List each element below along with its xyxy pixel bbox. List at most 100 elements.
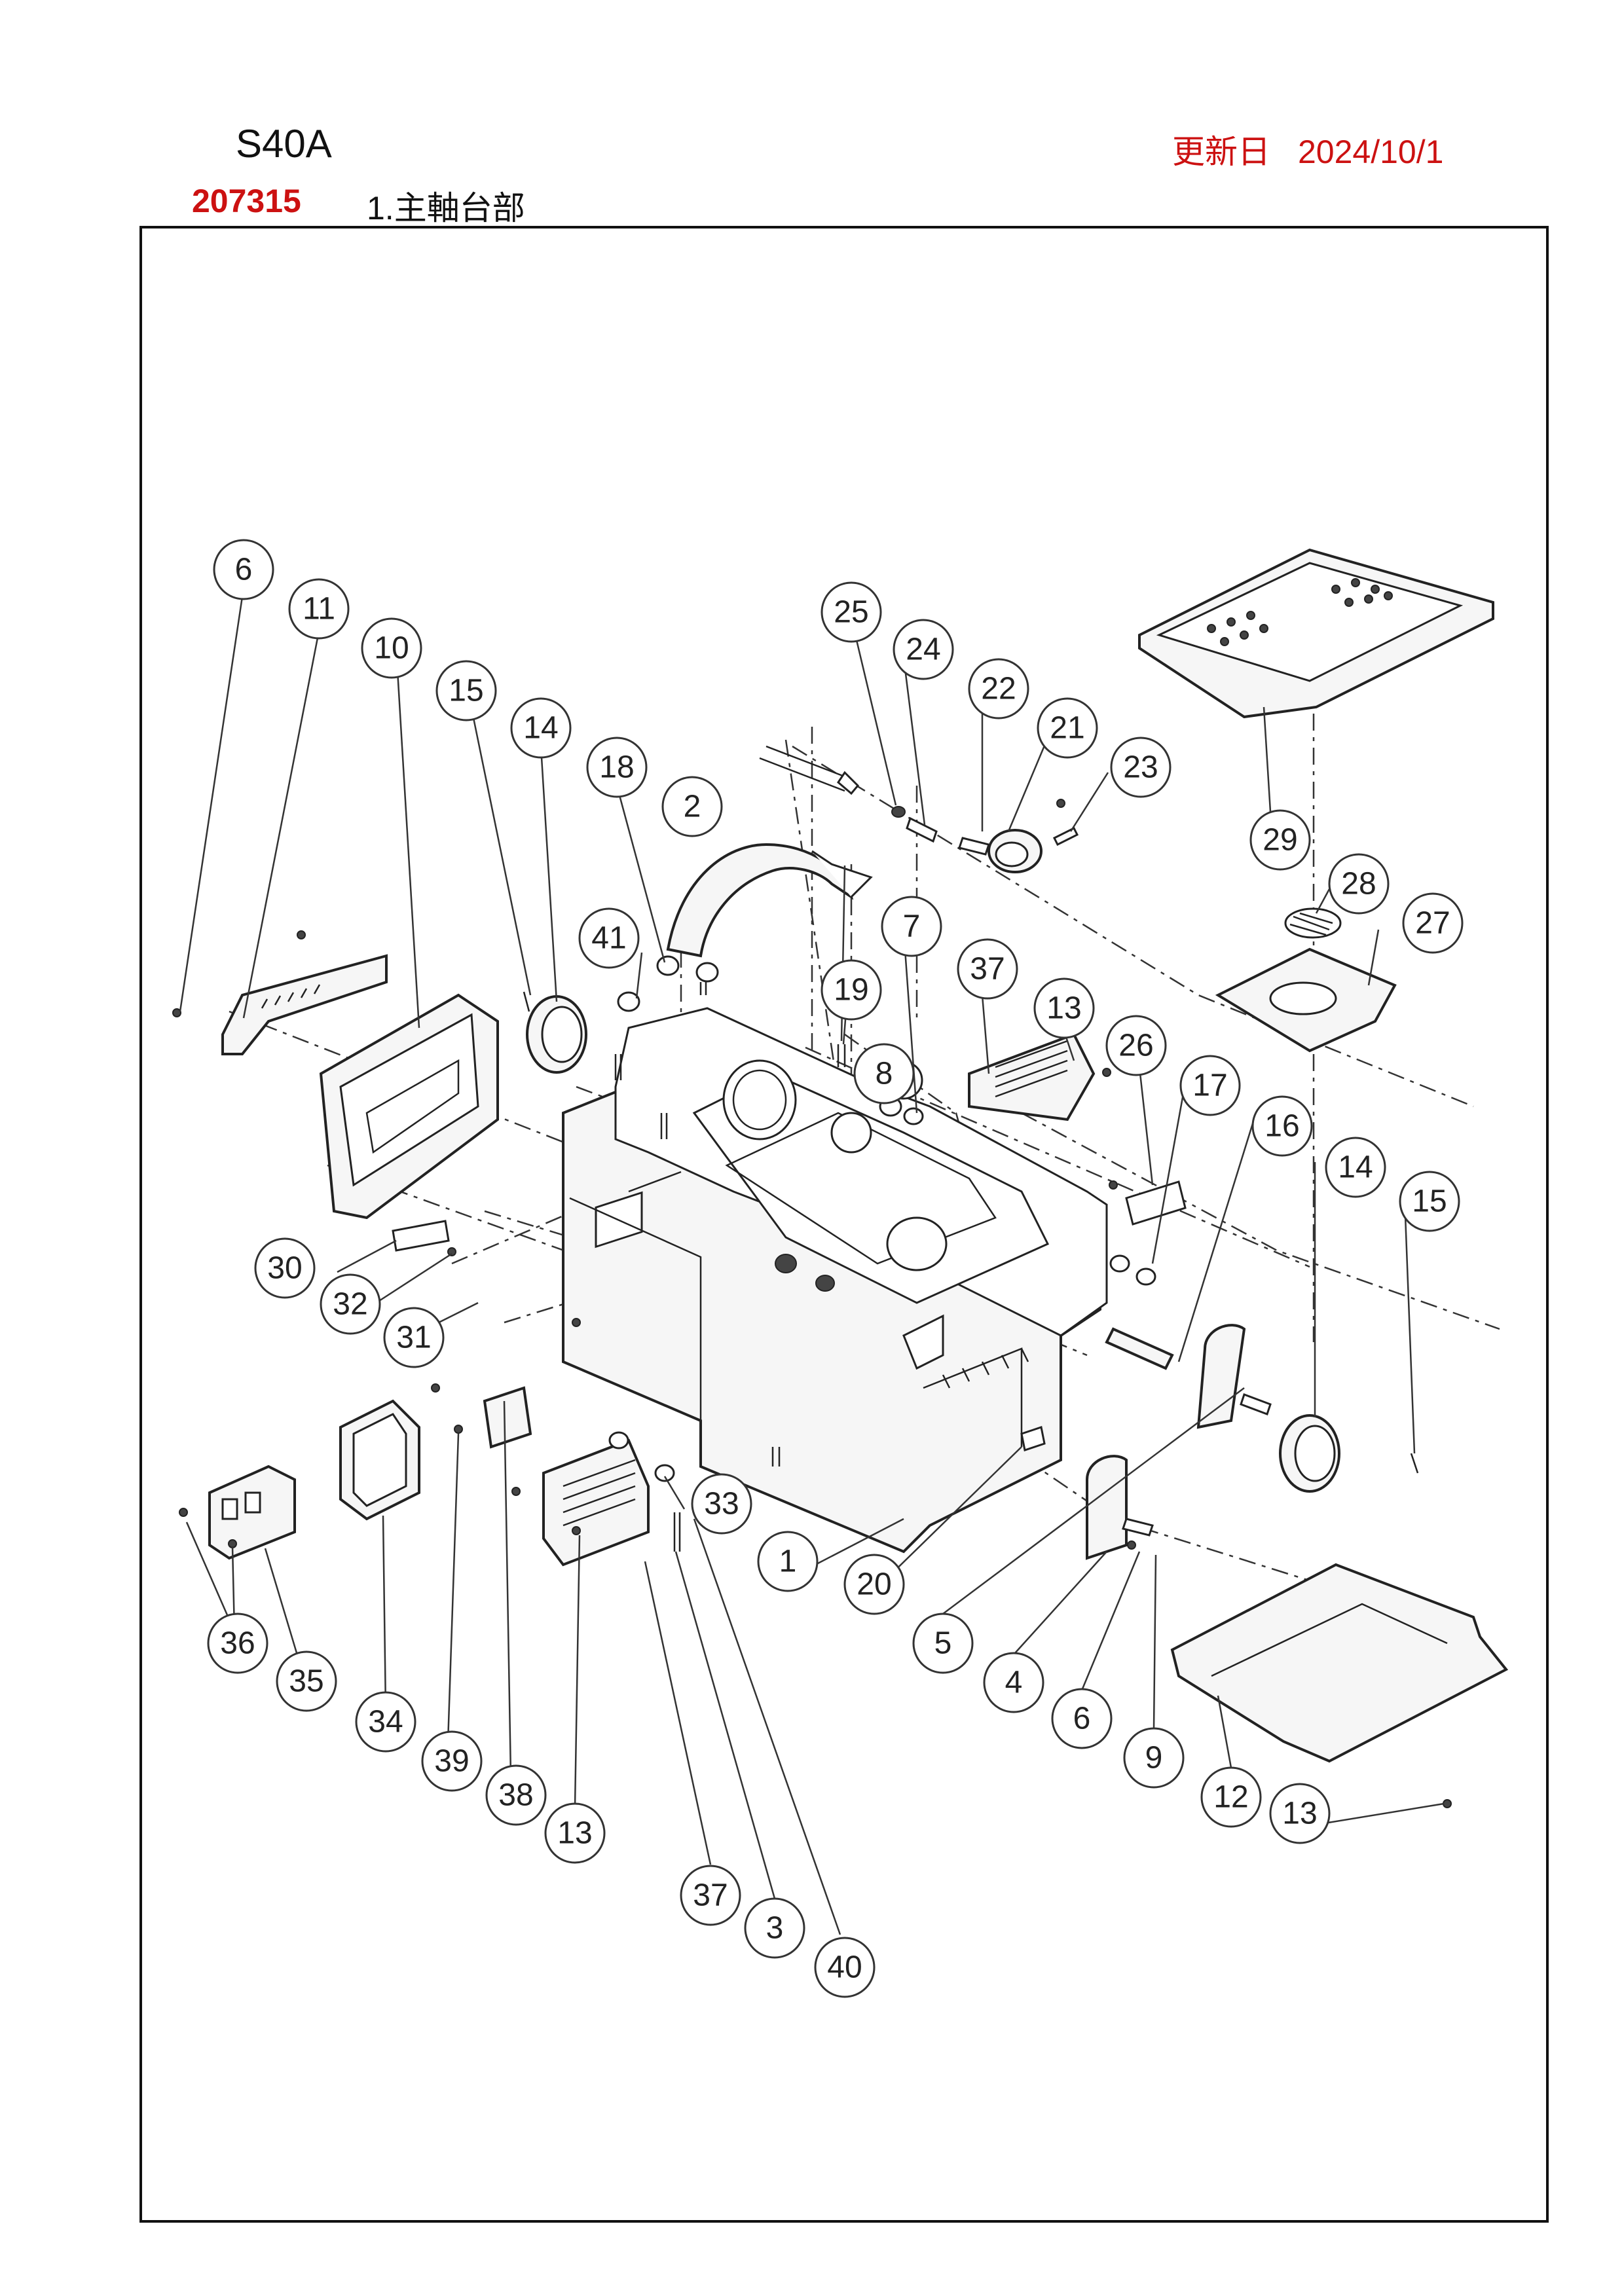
svg-text:35: 35 — [289, 1664, 323, 1699]
svg-text:4: 4 — [1005, 1666, 1023, 1700]
svg-text:14: 14 — [523, 711, 558, 746]
callout-1: 1 — [757, 1531, 819, 1592]
callout-29: 29 — [1249, 809, 1311, 871]
svg-text:19: 19 — [834, 973, 868, 1008]
svg-text:29: 29 — [1263, 823, 1297, 858]
callout-leaders — [179, 587, 1445, 1935]
callout-2: 2 — [661, 776, 723, 837]
callout-16: 16 — [1251, 1095, 1313, 1157]
svg-text:37: 37 — [970, 952, 1005, 987]
callout-23: 23 — [1110, 737, 1172, 798]
svg-text:22: 22 — [981, 672, 1016, 706]
callout-28: 28 — [1328, 853, 1390, 915]
callout-32: 32 — [320, 1273, 381, 1335]
svg-text:3: 3 — [766, 1911, 784, 1946]
part-1-main-housing — [562, 1007, 1108, 1554]
part-14-rings — [526, 995, 1340, 1493]
svg-text:1: 1 — [779, 1544, 797, 1579]
callout-33: 33 — [691, 1473, 752, 1535]
svg-text:32: 32 — [333, 1287, 367, 1322]
callout-14: 14 — [510, 697, 572, 759]
svg-text:26: 26 — [1118, 1029, 1153, 1063]
update-info: 更新日 2024/10/1 — [1172, 126, 1443, 173]
callout-35: 35 — [276, 1650, 337, 1712]
callout-25: 25 — [821, 581, 882, 643]
svg-text:6: 6 — [235, 553, 253, 587]
svg-text:12: 12 — [1213, 1780, 1248, 1815]
callout-26: 26 — [1105, 1015, 1167, 1076]
callout-13: 13 — [1269, 1783, 1331, 1844]
part-34-gasket — [339, 1399, 420, 1521]
svg-text:37: 37 — [693, 1878, 728, 1913]
callout-10: 10 — [361, 617, 422, 679]
callout-6: 6 — [1051, 1688, 1113, 1749]
svg-text:27: 27 — [1415, 906, 1450, 941]
svg-text:31: 31 — [396, 1321, 431, 1355]
svg-text:9: 9 — [1145, 1741, 1163, 1776]
svg-text:8: 8 — [876, 1057, 893, 1091]
callout-13: 13 — [544, 1802, 606, 1864]
part-12-base-plate — [1170, 1563, 1509, 1763]
svg-text:14: 14 — [1338, 1150, 1373, 1185]
part-11-handle — [221, 954, 388, 1055]
part-21-22-23-24-25-nozzle-assembly — [759, 745, 1079, 873]
callout-40: 40 — [814, 1937, 876, 1998]
svg-text:13: 13 — [557, 1816, 592, 1851]
svg-text:20: 20 — [857, 1567, 891, 1602]
fasteners — [172, 799, 1452, 1808]
svg-text:39: 39 — [434, 1744, 469, 1779]
svg-text:36: 36 — [220, 1626, 255, 1661]
callout-19: 19 — [821, 959, 882, 1021]
svg-text:25: 25 — [834, 595, 868, 630]
svg-text:28: 28 — [1341, 867, 1376, 902]
svg-text:13: 13 — [1046, 991, 1081, 1026]
svg-text:7: 7 — [903, 909, 921, 944]
callout-8: 8 — [853, 1043, 915, 1104]
callout-13: 13 — [1033, 977, 1095, 1039]
svg-text:11: 11 — [303, 592, 335, 627]
callout-41: 41 — [578, 907, 640, 969]
callout-20: 20 — [843, 1554, 905, 1615]
callout-39: 39 — [421, 1730, 483, 1792]
callout-6: 6 — [213, 539, 274, 600]
callout-24: 24 — [893, 619, 954, 680]
callout-9: 9 — [1123, 1727, 1185, 1789]
svg-text:10: 10 — [374, 631, 409, 666]
updated-date: 2024/10/1 — [1298, 134, 1444, 170]
svg-text:16: 16 — [1264, 1109, 1299, 1144]
callout-38: 38 — [485, 1764, 547, 1826]
callout-11: 11 — [288, 578, 350, 640]
callout-18: 18 — [586, 737, 648, 798]
tray-holes — [1207, 578, 1393, 646]
callout-34: 34 — [355, 1691, 416, 1753]
part-2-arch-cover — [666, 843, 873, 958]
part-27-hopper — [1215, 947, 1397, 1053]
callout-15: 15 — [1399, 1171, 1460, 1232]
part-4-bracket — [1086, 1455, 1128, 1560]
svg-text:6: 6 — [1073, 1702, 1091, 1736]
callout-14: 14 — [1325, 1137, 1386, 1198]
part-29-top-tray — [1138, 548, 1494, 719]
svg-text:15: 15 — [449, 674, 483, 708]
svg-text:40: 40 — [827, 1950, 862, 1985]
svg-text:21: 21 — [1050, 711, 1084, 746]
svg-text:23: 23 — [1123, 750, 1158, 785]
part-16-bracket — [1196, 1324, 1246, 1429]
part-37-louver-covers — [542, 1032, 1096, 1567]
svg-text:18: 18 — [599, 750, 634, 785]
svg-text:2: 2 — [684, 790, 701, 824]
svg-text:30: 30 — [267, 1251, 302, 1286]
callout-12: 12 — [1200, 1766, 1262, 1828]
svg-text:15: 15 — [1412, 1184, 1447, 1219]
callout-30: 30 — [254, 1237, 316, 1299]
model-name: S40A — [236, 122, 332, 166]
svg-text:13: 13 — [1282, 1796, 1317, 1831]
part-38-plate — [483, 1386, 532, 1449]
part-code: 207315 — [192, 183, 301, 219]
callout-37: 37 — [957, 938, 1018, 1000]
section-title: 1.主軸台部 — [367, 190, 525, 227]
svg-text:38: 38 — [498, 1778, 533, 1813]
callout-36: 36 — [207, 1613, 268, 1674]
updated-label: 更新日 — [1172, 134, 1270, 170]
